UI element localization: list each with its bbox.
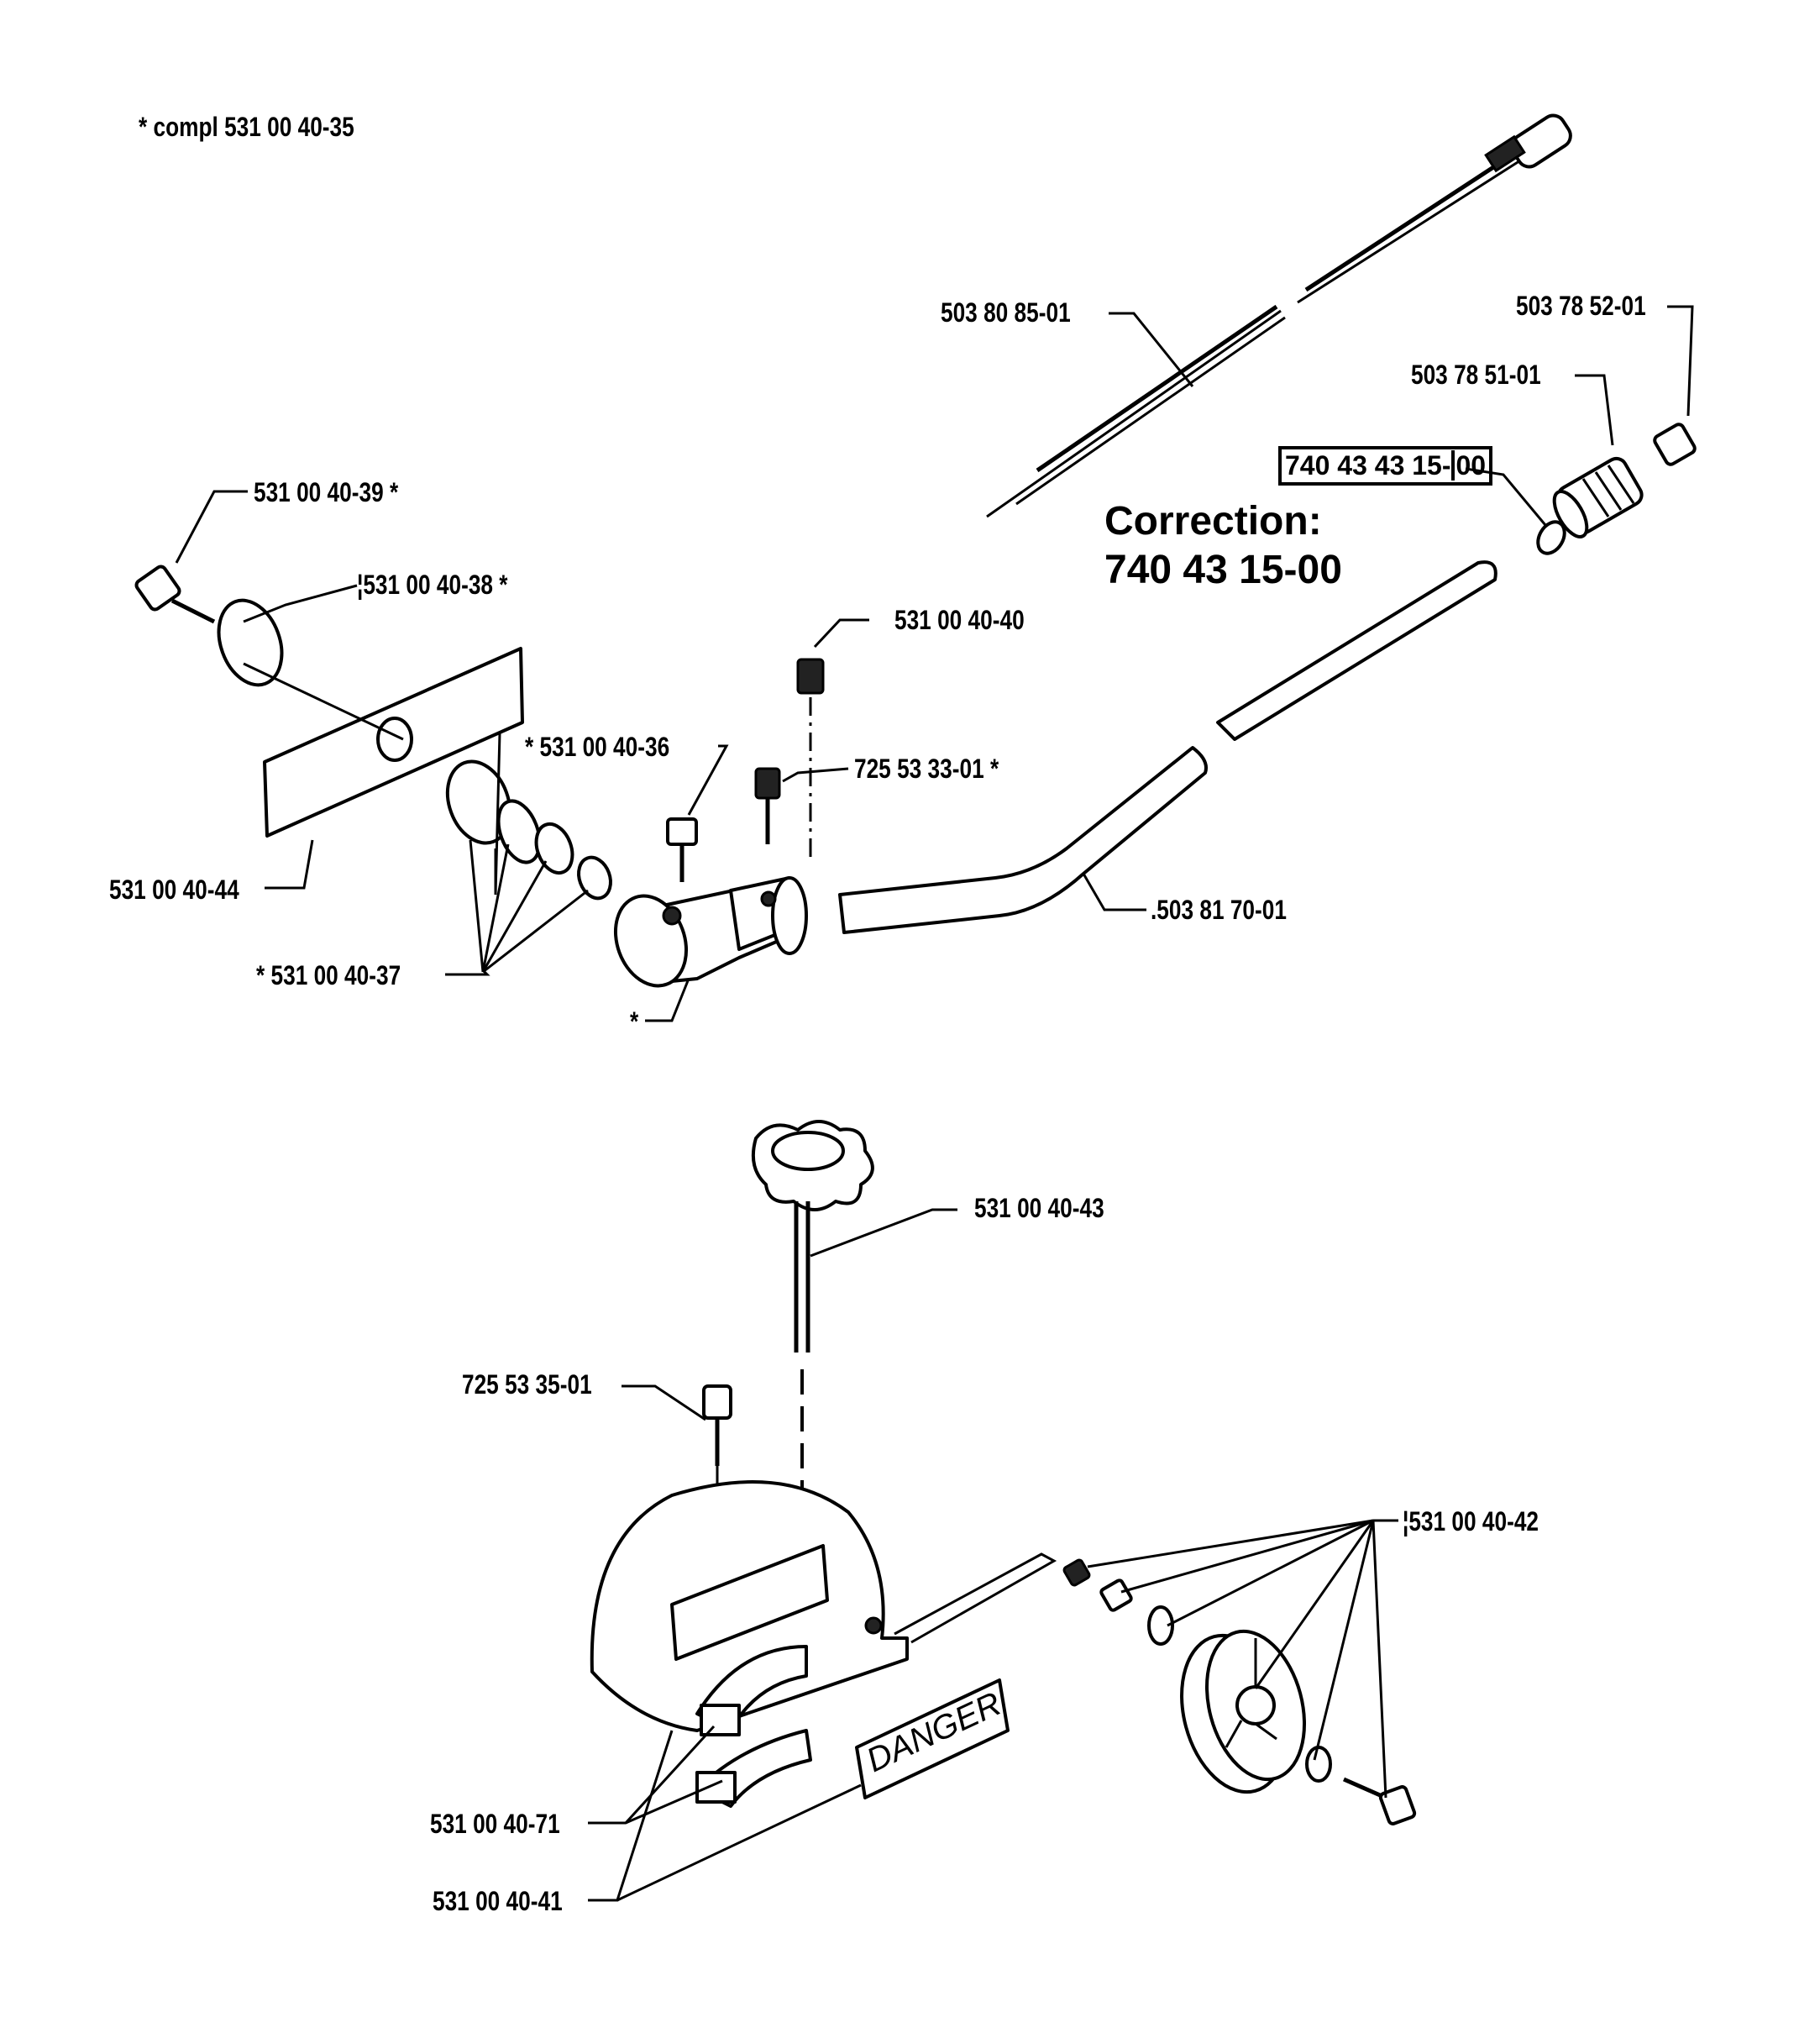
bolt-531004039 (134, 565, 216, 624)
label-503785201: 503 78 52-01 (1516, 291, 1646, 321)
label-503785101: 503 78 51-01 (1411, 360, 1541, 390)
bolt-725533301 (754, 767, 781, 844)
correction-title: Correction: (1104, 499, 1322, 544)
label-531004036: * 531 00 40-36 (525, 732, 670, 762)
label-531004037: * 531 00 40-37 (256, 960, 401, 990)
danger-decal: DANGER (855, 1678, 1010, 1799)
boxed-part-tail: 00 (1450, 450, 1487, 481)
label-503808501: 503 80 85-01 (941, 297, 1071, 328)
bushing (1552, 456, 1644, 538)
label-531004039: 531 00 40-39 * (254, 477, 399, 507)
label-531004041: 531 00 40-41 (433, 1886, 563, 1916)
label-531004040: 531 00 40-40 (894, 605, 1025, 635)
label-503817001: .503 81 70-01 (1151, 895, 1287, 925)
washer-531004038 (217, 598, 284, 687)
correction-value: 740 43 15-00 (1104, 547, 1342, 592)
drive-shaft (986, 113, 1572, 518)
label-725533501: 725 53 35-01 (462, 1369, 592, 1400)
bolt-531004036 (666, 817, 698, 882)
label-housing-star: * (630, 1006, 639, 1037)
boxed-part-number: 740 43 43 15-00 (1278, 446, 1493, 486)
label-531004043: 531 00 40-43 (974, 1193, 1104, 1223)
blade-guard (590, 1480, 909, 1732)
gear-housing (613, 876, 808, 988)
o-ring (1536, 520, 1566, 555)
bolt-531004040 (796, 658, 825, 857)
correction-note: Correction: 740 43 15-00 (1104, 497, 1342, 594)
hex-nut (1653, 423, 1697, 466)
clamp (695, 1645, 812, 1808)
label-531004042: ¦531 00 40-42 (1403, 1506, 1539, 1536)
shaft-tube (838, 560, 1497, 934)
spacer-washers (445, 759, 612, 901)
boxed-part-main: 740 43 43 15- (1285, 450, 1451, 481)
wheel (1062, 1558, 1417, 1825)
guard-arm (894, 1552, 1057, 1644)
assembly-note: * compl 531 00 40-35 (139, 112, 354, 142)
label-531004071: 531 00 40-71 (430, 1809, 560, 1839)
label-725533301: 725 53 33-01 * (854, 754, 999, 784)
leader-lines (175, 305, 1694, 1902)
label-531004044: 531 00 40-44 (109, 875, 239, 905)
label-531004038: ¦531 00 40-38 * (357, 570, 508, 600)
